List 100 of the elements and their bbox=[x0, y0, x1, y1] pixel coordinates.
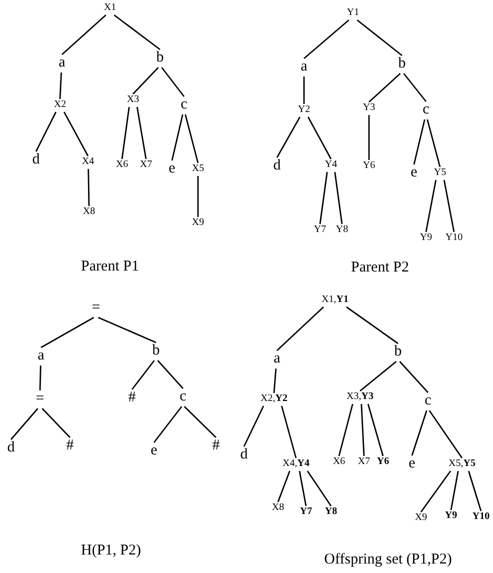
tree-branch bbox=[10, 408, 38, 440]
tree-branch bbox=[59, 72, 62, 100]
node-label: X6 bbox=[332, 456, 346, 468]
node-label: X9 bbox=[190, 217, 206, 229]
tree-branch bbox=[132, 67, 159, 94]
node-label: c bbox=[178, 388, 188, 406]
tree-branch bbox=[39, 365, 42, 391]
tree-branch bbox=[35, 112, 56, 152]
node-label: X9 bbox=[414, 512, 428, 524]
node-label: X2 bbox=[52, 99, 68, 111]
symbol-label: # bbox=[211, 438, 221, 454]
node-label: b bbox=[155, 50, 165, 66]
symbol-label: = bbox=[90, 300, 102, 316]
node-label: X1,Y1 bbox=[320, 294, 350, 306]
node-label: b bbox=[393, 344, 403, 360]
tree-branch bbox=[114, 14, 160, 50]
tree-branch bbox=[98, 316, 156, 344]
node-label: Y8 bbox=[334, 224, 350, 236]
node-label: a bbox=[272, 350, 282, 368]
node-label: Y7 bbox=[298, 506, 314, 518]
node-label: Y6 bbox=[376, 456, 390, 468]
node-label: Y6 bbox=[362, 160, 376, 172]
node-label: b bbox=[151, 342, 161, 360]
tree-caption: Offspring set (P1,P2) bbox=[324, 552, 452, 568]
node-label: Y5 bbox=[432, 167, 448, 179]
tree-branch bbox=[425, 180, 437, 232]
tree-caption: H(P1, P2) bbox=[81, 544, 141, 558]
node-label: X1 bbox=[102, 2, 118, 14]
node-label: X8 bbox=[270, 502, 286, 514]
tree-branch bbox=[368, 72, 401, 103]
tree-branch bbox=[338, 404, 354, 456]
tree-branch bbox=[368, 115, 370, 160]
node-label: X3,Y3 bbox=[346, 391, 374, 403]
tree-branch bbox=[426, 119, 441, 168]
node-label: e bbox=[150, 442, 158, 460]
node-label: X4,Y4 bbox=[282, 458, 310, 470]
node-label: X5,Y5 bbox=[448, 458, 476, 470]
tree-branch bbox=[281, 406, 297, 458]
tree-branch bbox=[306, 470, 332, 506]
node-label: Y1 bbox=[346, 7, 360, 19]
tree-branch bbox=[360, 360, 397, 392]
tree-branch bbox=[298, 470, 307, 506]
tree-branch bbox=[42, 408, 70, 438]
node-label: Y9 bbox=[444, 510, 458, 522]
node-label: Y4 bbox=[324, 159, 338, 171]
node-label: X2,Y2 bbox=[260, 393, 288, 405]
tree-branch bbox=[184, 114, 199, 164]
tree-branch bbox=[413, 119, 426, 165]
node-label: X4 bbox=[80, 156, 96, 168]
symbol-label: # bbox=[65, 438, 75, 454]
symbol-label: = bbox=[34, 390, 46, 408]
tree-branch bbox=[319, 172, 328, 224]
node-label: a bbox=[36, 348, 46, 364]
node-label: c bbox=[180, 96, 188, 114]
tree-branch bbox=[443, 180, 455, 232]
tree-branch bbox=[468, 470, 482, 512]
node-label: Y2 bbox=[296, 104, 312, 116]
tree-branch bbox=[157, 360, 184, 389]
node-label: c bbox=[424, 392, 432, 410]
tree-branch bbox=[450, 470, 459, 510]
tree-caption: Parent P2 bbox=[351, 260, 409, 276]
node-label: a bbox=[300, 58, 308, 76]
tree-branch bbox=[131, 360, 155, 390]
tree-branch bbox=[334, 172, 343, 224]
tree-branch bbox=[346, 306, 398, 344]
node-label: Y10 bbox=[471, 511, 491, 523]
tree-branch bbox=[303, 76, 305, 104]
tree-branch bbox=[276, 116, 300, 158]
tree-branch bbox=[88, 168, 90, 206]
tree-branch bbox=[428, 410, 463, 458]
node-label: X6 bbox=[114, 159, 130, 171]
tree-branch bbox=[161, 67, 185, 97]
node-label: Y3 bbox=[362, 102, 376, 114]
node-label: a bbox=[58, 54, 66, 72]
node-label: c bbox=[422, 102, 430, 118]
tree-branch bbox=[62, 14, 106, 56]
tree-branch bbox=[136, 106, 147, 160]
tree-branch bbox=[121, 106, 130, 160]
tree-branch bbox=[356, 19, 402, 56]
tree-branch bbox=[399, 361, 429, 393]
tree-branch bbox=[367, 404, 384, 456]
node-label: Y8 bbox=[324, 506, 338, 518]
node-label: d bbox=[31, 152, 41, 168]
tree-branch bbox=[40, 316, 94, 348]
node-label: X7 bbox=[356, 456, 372, 468]
node-label: X5 bbox=[190, 163, 206, 175]
node-label: X3 bbox=[126, 94, 140, 106]
tree-branch bbox=[308, 116, 332, 160]
tree-branch bbox=[403, 73, 427, 102]
tree-branch bbox=[184, 406, 216, 438]
tree-branch bbox=[411, 410, 428, 456]
node-label: e bbox=[168, 160, 176, 178]
node-label: Y10 bbox=[444, 232, 464, 244]
tree-branch bbox=[273, 368, 277, 394]
tree-caption: Parent P1 bbox=[81, 260, 139, 274]
tree-branch bbox=[276, 306, 324, 352]
node-label: b bbox=[397, 56, 407, 72]
tree-branch bbox=[360, 404, 365, 456]
node-label: d bbox=[272, 158, 282, 174]
node-label: e bbox=[408, 456, 416, 472]
